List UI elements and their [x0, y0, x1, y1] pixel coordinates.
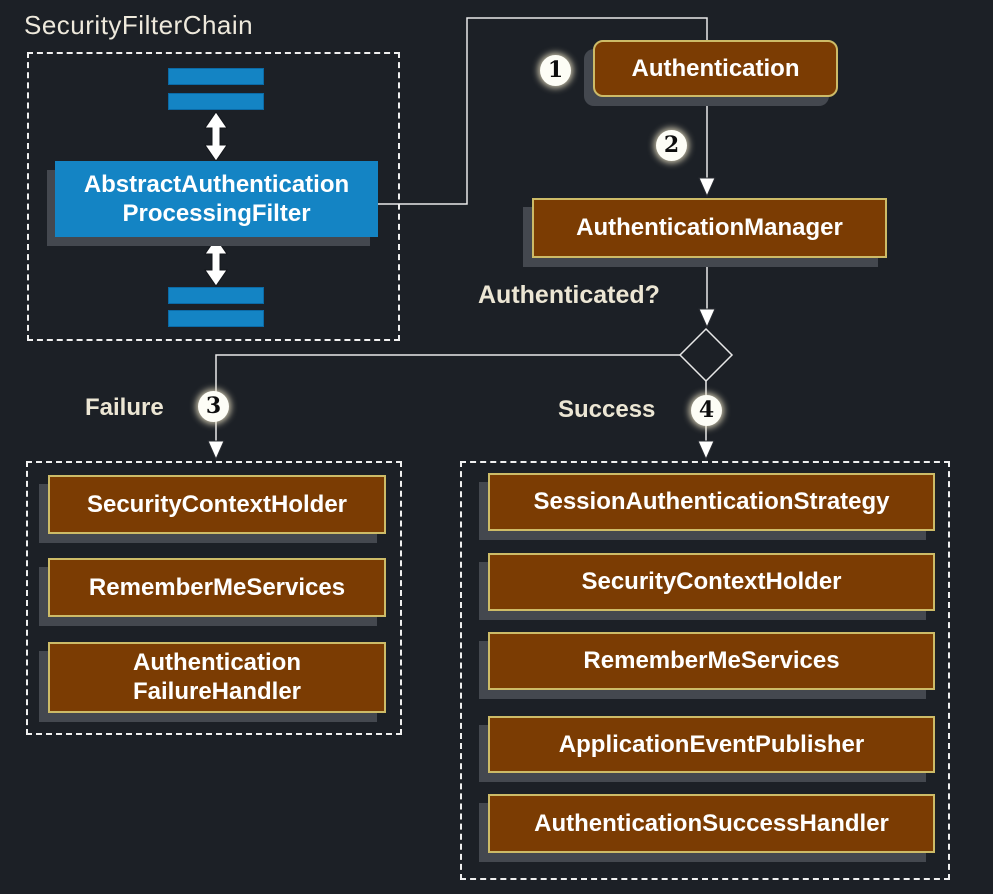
step-3-badge: 3 — [198, 391, 229, 422]
filter-bar — [168, 68, 264, 85]
authentication-manager-box: AuthenticationManager — [532, 198, 887, 258]
authentication-failure-handler-box: Authentication FailureHandler — [48, 642, 386, 713]
security-context-holder-success-box: SecurityContextHolder — [488, 553, 935, 611]
security-context-holder-failure-box: SecurityContextHolder — [48, 475, 386, 534]
security-filter-chain-title: SecurityFilterChain — [24, 10, 254, 40]
arrow-down-icon — [697, 440, 715, 461]
failure-label: Failure — [85, 394, 164, 421]
box-label: SecurityContextHolder — [86, 490, 348, 518]
box-label: RememberMeServices — [88, 573, 346, 601]
decision-diamond — [678, 327, 734, 383]
authentication-success-handler-box: AuthenticationSuccessHandler — [488, 794, 935, 853]
authenticated-question-label: Authenticated? — [478, 281, 660, 309]
security-filter-chain-box — [27, 52, 400, 341]
filter-bar — [168, 310, 264, 327]
box-label-line1: Authentication — [133, 649, 301, 677]
remember-me-services-success-box: RememberMeServices — [488, 632, 935, 690]
box-label: RememberMeServices — [583, 647, 840, 674]
step-4-badge: 4 — [691, 395, 722, 426]
filter-bar — [168, 93, 264, 110]
box-label: ApplicationEventPublisher — [558, 730, 865, 758]
step-1-badge: 1 — [540, 55, 571, 86]
success-handlers-box — [460, 461, 950, 880]
remember-me-services-failure-box: RememberMeServices — [48, 558, 386, 617]
failure-handlers-box — [26, 461, 402, 735]
step-2-badge: 2 — [656, 130, 687, 161]
box-label: SecurityContextHolder — [581, 568, 842, 595]
arrow-down-icon — [698, 308, 716, 329]
authentication-label: Authentication — [631, 54, 800, 82]
filter-label-line1: AbstractAuthentication — [83, 170, 350, 198]
session-authentication-strategy-box: SessionAuthenticationStrategy — [488, 473, 935, 531]
authentication-manager-label: AuthenticationManager — [576, 214, 843, 241]
arrow-down-icon — [207, 440, 225, 461]
box-label-line2: FailureHandler — [132, 677, 302, 705]
filter-bar — [168, 287, 264, 304]
application-event-publisher-box: ApplicationEventPublisher — [488, 716, 935, 773]
box-label: SessionAuthenticationStrategy — [533, 488, 890, 515]
box-label: AuthenticationSuccessHandler — [534, 809, 889, 837]
authentication-box: Authentication — [593, 40, 838, 97]
arrow-down-icon — [698, 177, 716, 198]
filter-label-line2: ProcessingFilter — [122, 200, 311, 227]
success-label: Success — [558, 396, 656, 423]
abstract-authentication-processing-filter-box: AbstractAuthentication ProcessingFilter — [55, 161, 378, 237]
